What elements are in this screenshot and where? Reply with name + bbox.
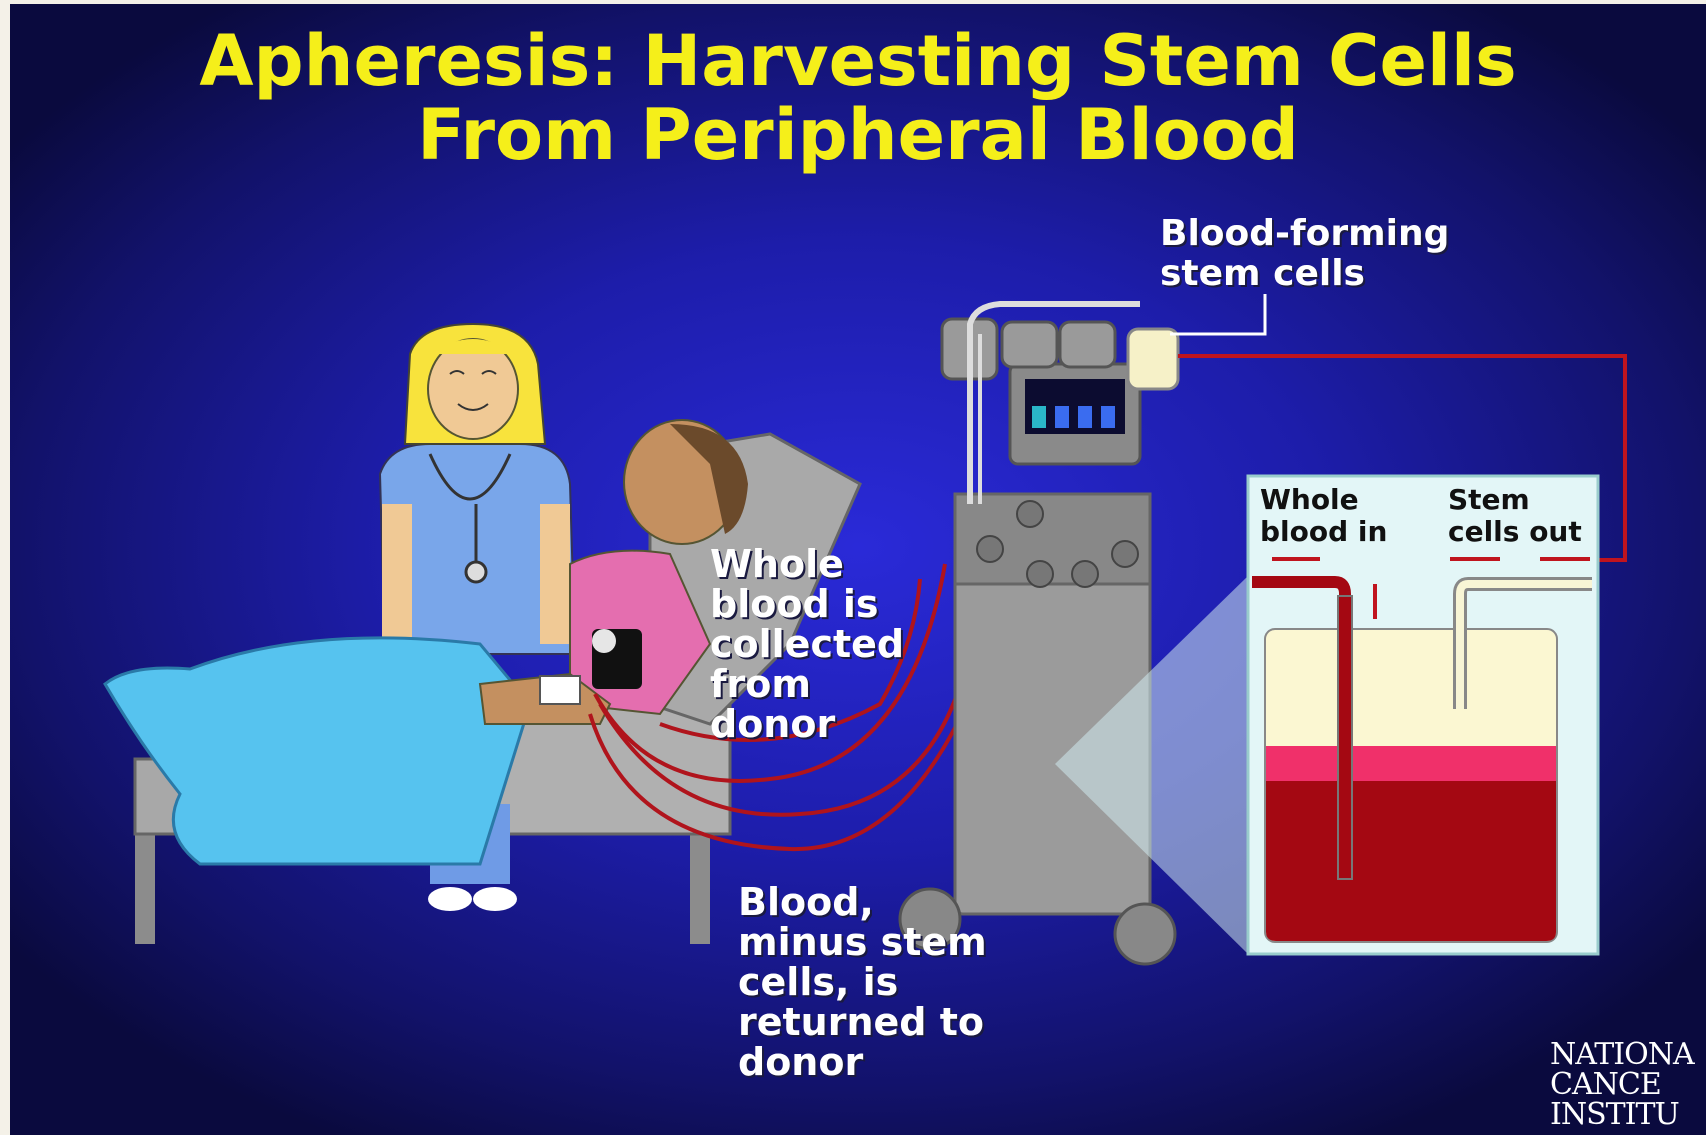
whole-blood-in-label: Whole blood in (1260, 484, 1387, 548)
apheresis-slide: Apheresis: Harvesting Stem Cells From Pe… (10, 4, 1706, 1135)
nci-logo: NATIONA CANCE INSTITU (1550, 1040, 1706, 1135)
whole-blood-collected-label: Whole blood is collected from donor (710, 544, 904, 744)
stem-cells-out-label: Stem cells out (1448, 484, 1582, 548)
stem-cells-label: Blood-forming stem cells (1160, 214, 1449, 294)
apheresis-machine (900, 304, 1178, 964)
blood-returned-label: Blood, minus stem cells, is returned to … (738, 882, 987, 1082)
